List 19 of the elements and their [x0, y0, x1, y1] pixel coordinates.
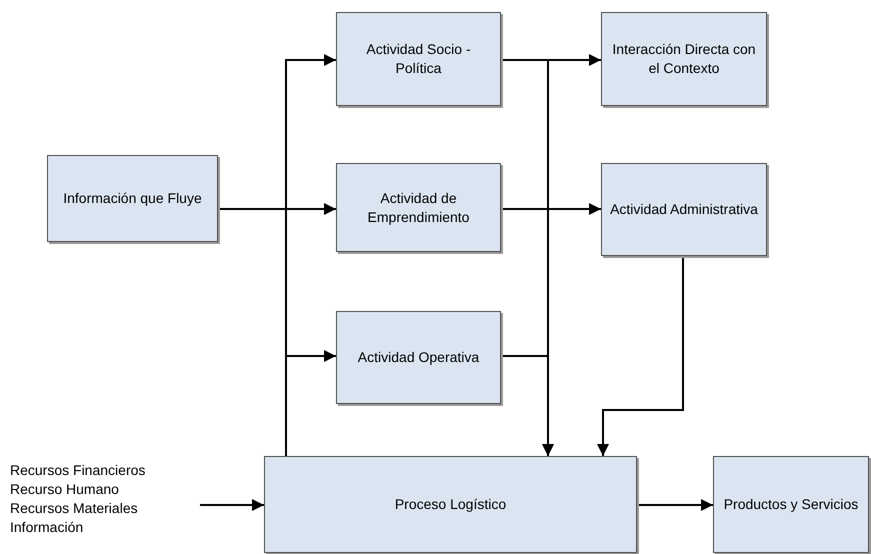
arrow: [200, 499, 264, 511]
process-box: Actividad Administrativa: [601, 163, 767, 256]
input-label: Recurso Humano: [10, 480, 120, 499]
arrow: [501, 355, 554, 456]
arrow: [218, 203, 336, 215]
process-box: Información que Fluye: [47, 155, 218, 242]
process-box: Actividad Socio - Política: [336, 12, 501, 106]
process-box: Interacción Directa con el Contexto: [601, 12, 767, 106]
input-label: Recursos Materiales: [10, 499, 139, 518]
arrow: [597, 256, 684, 456]
process-box: Actividad de Emprendimiento: [336, 163, 501, 252]
process-box: Productos y Servicios: [713, 456, 869, 553]
process-box: Proceso Logístico: [264, 456, 637, 553]
input-label: Información: [10, 518, 84, 537]
arrow: [285, 350, 336, 456]
arrow: [501, 203, 601, 215]
arrow: [637, 499, 713, 511]
input-label: Recursos Financieros: [10, 461, 146, 480]
process-box: Actividad Operativa: [336, 311, 501, 404]
